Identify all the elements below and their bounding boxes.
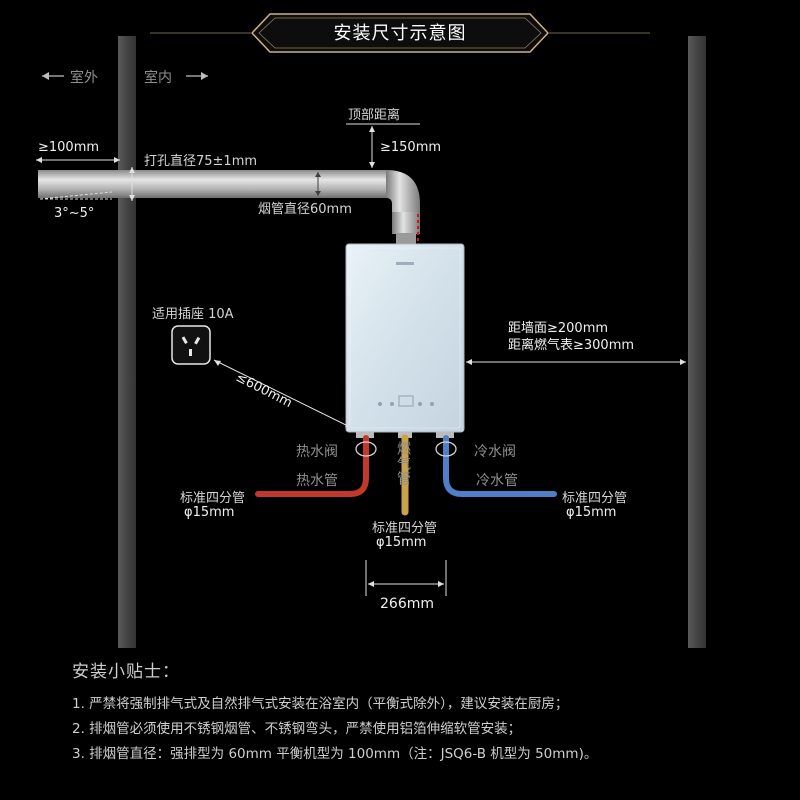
label-outdoor: 室外 [70,70,98,86]
hot-water-pipe [255,435,377,497]
tip-item: 2. 排烟管必须使用不锈钢烟管、不锈钢弯头，严禁使用铝箔伸缩软管安装； [72,721,522,737]
label-std-pipe-center: 标准四分管 [372,521,438,536]
cold-water-pipe [435,435,557,497]
label-meter-distance: 距离燃气表≥300mm [508,338,635,353]
label-wall-distance: 距墙面≥200mm [508,321,609,336]
label-cold-pipe: 冷水管 [476,473,518,489]
label-flue-diameter: 烟管直径60mm [258,202,352,217]
dim-hole [129,167,135,201]
label-gas-pipe: 燃气管 [395,441,411,486]
dim-266mm [365,560,447,596]
label-indoor: 室内 [144,70,172,86]
label-std-pipe-right: 标准四分管 [562,491,628,506]
dim-100mm [36,157,120,163]
installation-tips: 安装小贴士： 1. 严禁将强制排气式及自然排气式安装在浴室内（平衡式除外），建议… [72,657,772,767]
label-hot-valve: 热水阀 [296,444,338,460]
label-ge-100mm: ≥100mm [38,140,100,155]
dim-wall [466,359,686,365]
page-title: 安装尺寸示意图 [333,23,467,44]
dim-flue [315,172,321,196]
label-slope: 3°~5° [54,206,95,221]
label-hot-pipe: 热水管 [296,473,338,489]
outdoor-arrow [42,72,64,80]
label-cold-valve: 冷水阀 [474,444,516,460]
flue-pipe [38,170,420,246]
water-heater [345,243,465,438]
control-panel [378,395,434,407]
label-phi-right: φ15mm [566,505,617,520]
label-std-pipe-left: 标准四分管 [180,491,246,506]
label-ge-150mm: ≥150mm [380,140,442,155]
indoor-arrow [186,72,208,80]
tip-item: 3. 排烟管直径：强排型为 60mm 平衡机型为 100mm（注：JSQ6-B … [72,746,598,762]
slope-indicator [39,191,113,200]
tips-heading: 安装小贴士： [72,662,180,682]
left-wall [118,36,136,648]
dim-600mm [213,359,353,429]
tip-item: 1. 严禁将强制排气式及自然排气式安装在浴室内（平衡式除外），建议安装在厨房； [72,696,569,712]
dim-top [346,123,420,168]
right-wall [688,36,706,648]
label-phi-left: φ15mm [184,505,235,520]
label-top-distance: 顶部距离 [348,108,401,123]
title-frame [150,13,650,53]
label-phi-center: φ15mm [376,535,427,550]
label-hole-diameter: 打孔直径75±1mm [144,154,258,169]
label-socket: 适用插座 10A [152,307,234,322]
label-266mm: 266mm [380,596,434,612]
power-socket-icon [171,325,211,365]
